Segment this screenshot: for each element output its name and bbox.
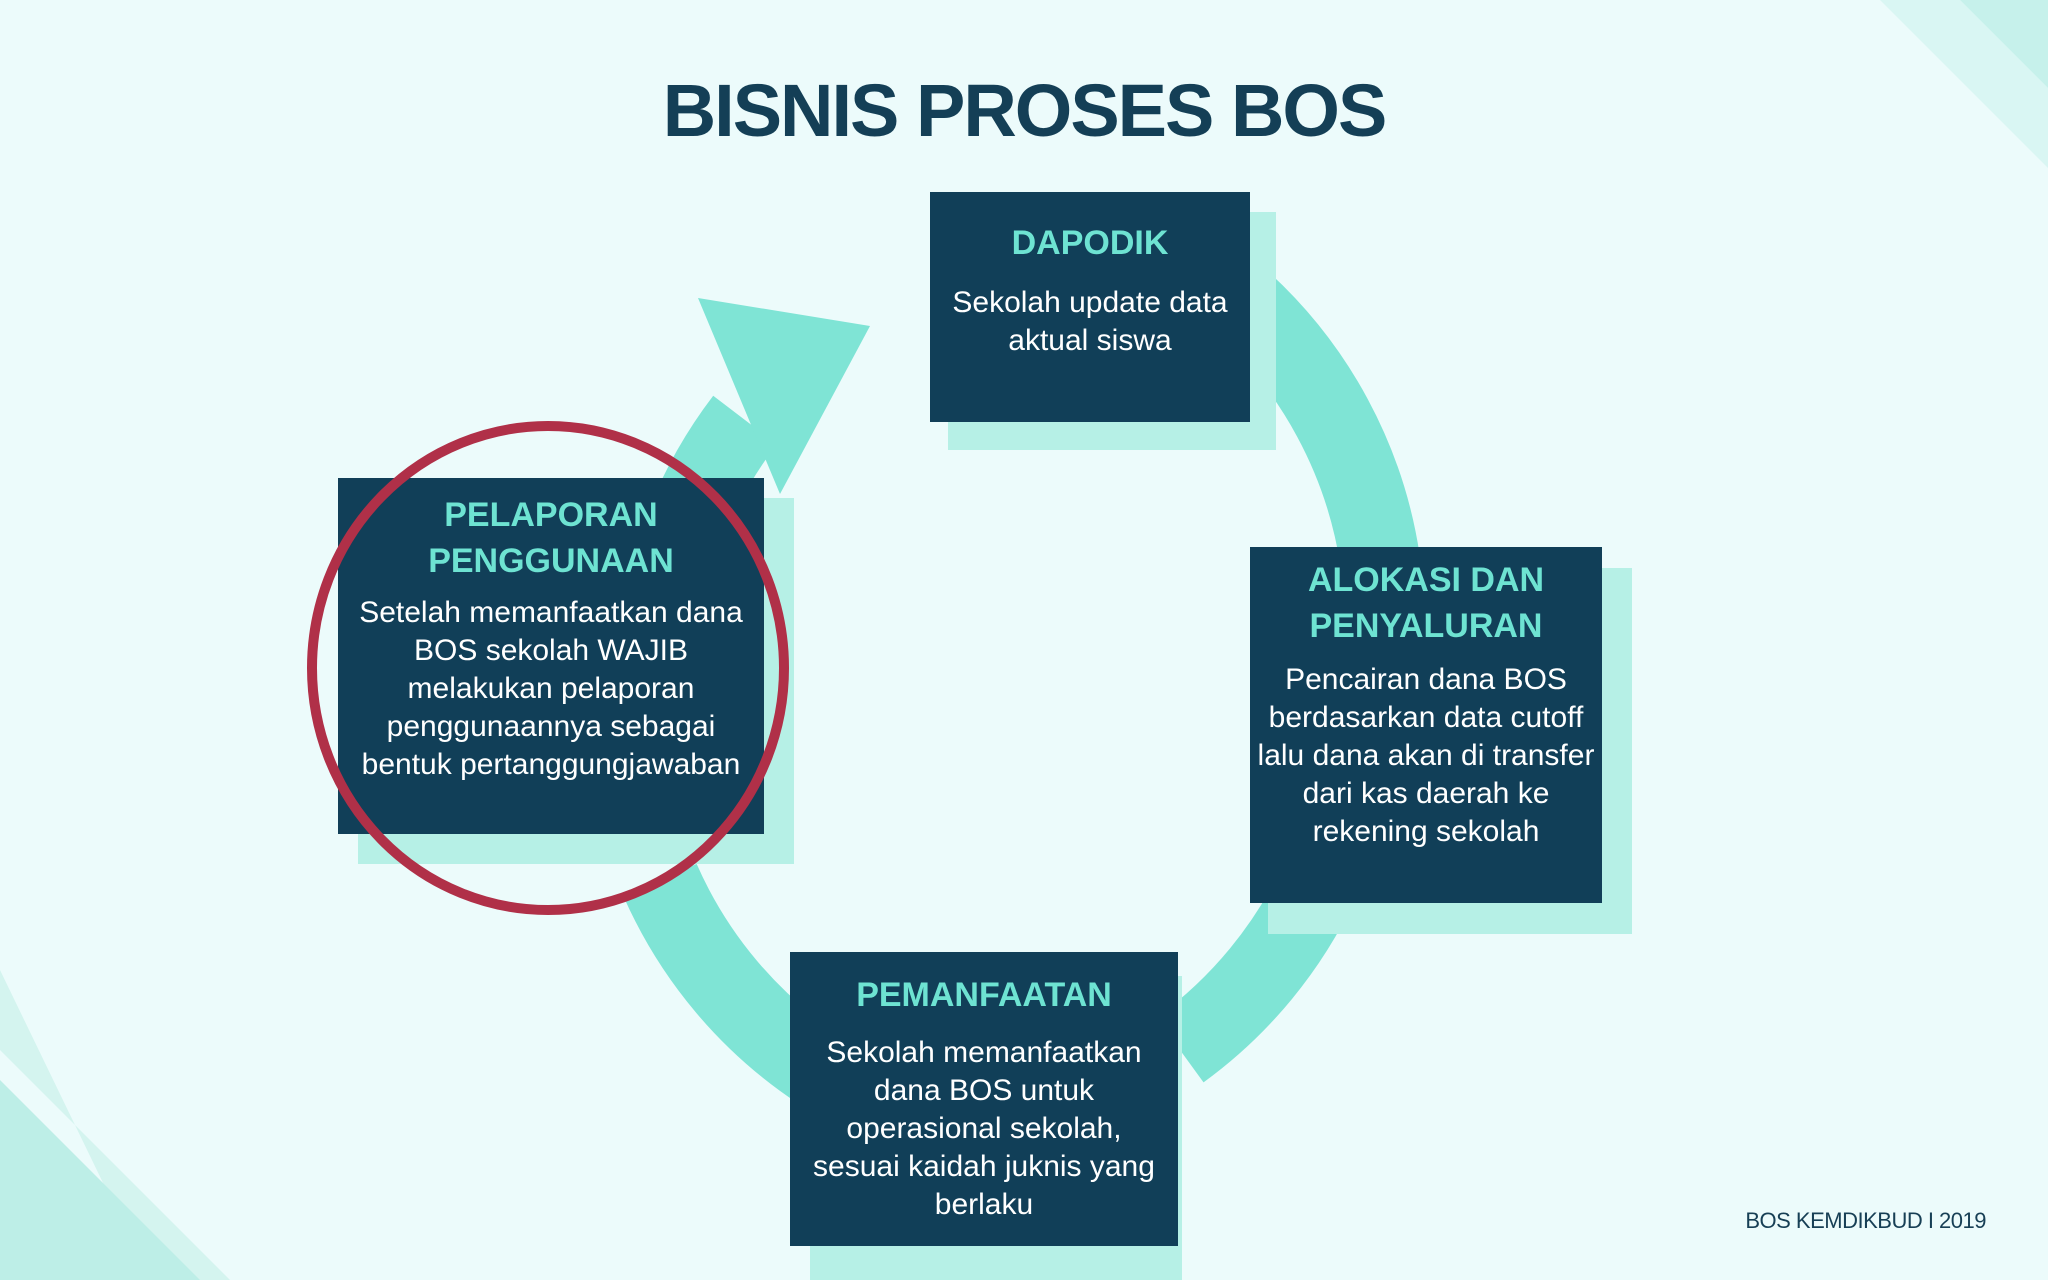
step-dapodik-heading: DAPODIK — [1011, 224, 1169, 262]
step-alokasi-text: Pencairan dana BOS berdasarkan data cuto… — [1257, 663, 1595, 848]
step-pelaporan-text: Setelah memanfaatkan dana BOS sekolah WA… — [359, 596, 743, 781]
step-dapodik-card: DAPODIK Sekolah update data aktual siswa — [930, 192, 1250, 422]
highlight-circle — [307, 421, 789, 915]
page-title: BISNIS PROSES BOS — [662, 69, 1388, 152]
step-dapodik-text: Sekolah update data aktual siswa — [952, 286, 1228, 357]
step-pemanfaatan-heading: PEMANFAATAN — [856, 976, 1112, 1014]
step-pelaporan-card: PELAPORAN PENGGUNAAN Setelah memanfaatka… — [338, 478, 764, 834]
highlight-circle-ring — [307, 421, 789, 915]
decor-stripe-bottom-left-2 — [0, 1080, 200, 1280]
decor-stripe-top-right — [1880, 0, 2048, 168]
step-pemanfaatan-card: PEMANFAATAN Sekolah memanfaatkan dana BO… — [790, 952, 1178, 1246]
step-pemanfaatan-text: Sekolah memanfaatkan dana BOS untuk oper… — [813, 1036, 1155, 1221]
footer-credit: BOS KEMDIKBUD I 2019 — [1745, 1208, 1986, 1233]
step-pelaporan-heading: PELAPORAN PENGGUNAAN — [428, 496, 674, 580]
cycle-arrowhead — [698, 298, 870, 494]
step-alokasi-card: ALOKASI DAN PENYALURAN Pencairan dana BO… — [1250, 547, 1602, 903]
decor-stripe-top-right-2 — [1960, 0, 2048, 88]
step-alokasi-heading: ALOKASI DAN PENYALURAN — [1307, 561, 1545, 645]
